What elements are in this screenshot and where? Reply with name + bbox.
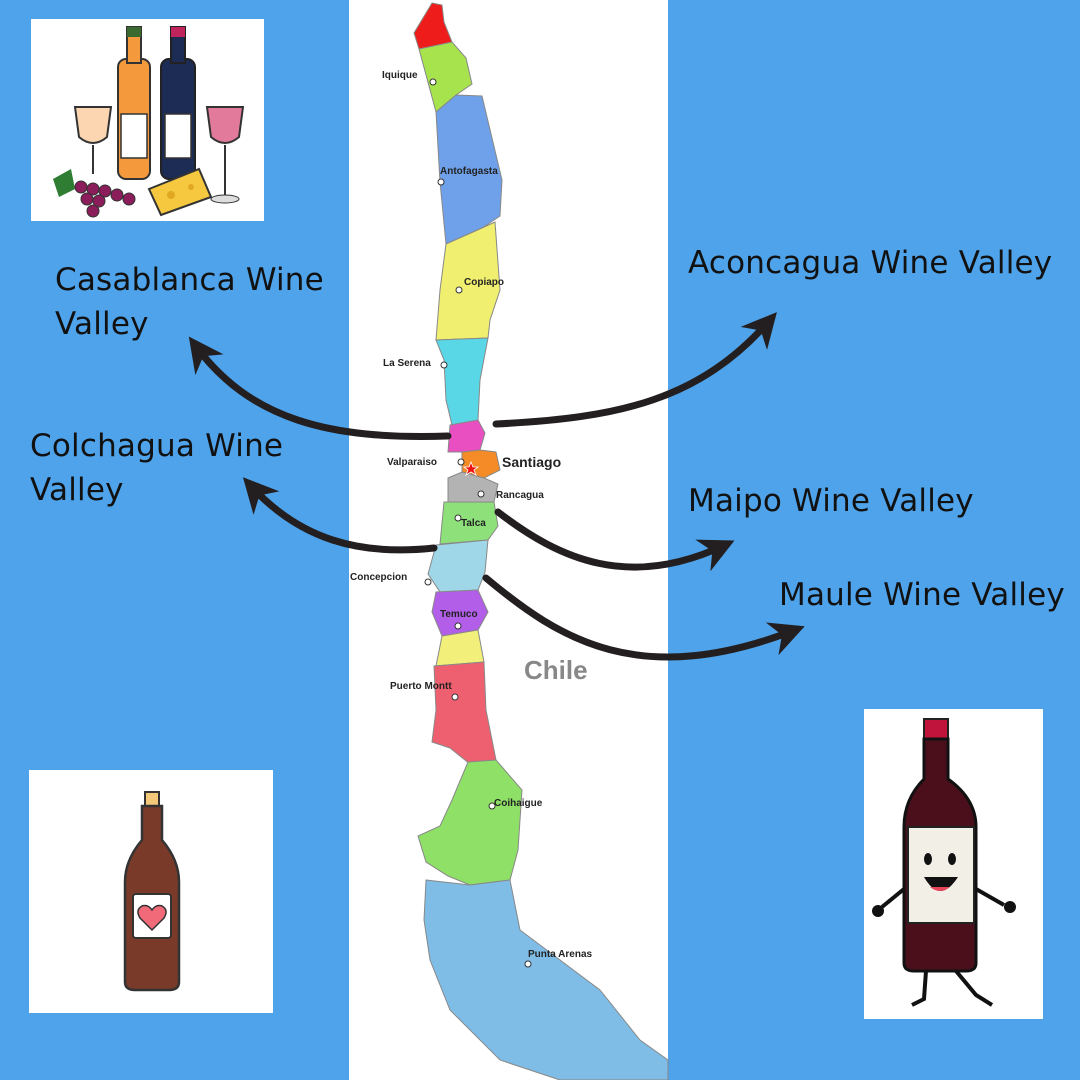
city-dots (424, 78, 532, 968)
casablanca-label: Casablanca Wine Valley (55, 258, 324, 346)
city-antofagasta: Antofagasta (440, 166, 498, 177)
arrow-casablanca (188, 336, 452, 440)
city-concepcion: Concepcion (350, 572, 407, 583)
colchagua-label: Colchagua Wine Valley (30, 424, 283, 512)
arrow-maule (482, 574, 805, 661)
cartoon-wine-bottle-icon (872, 718, 1016, 1007)
arrow-maipo (494, 508, 735, 572)
casablanca-line1: Casablanca Wine (55, 262, 324, 298)
maipo-label: Maipo Wine Valley (688, 483, 974, 519)
aconcagua-label: Aconcagua Wine Valley (688, 245, 1053, 281)
heart-bottle-panel (29, 770, 273, 1013)
capital-star-icon (462, 460, 480, 476)
region-aysen (417, 759, 523, 886)
map-regions (413, 2, 669, 1080)
arrow-colchagua (242, 477, 438, 554)
wine-cheese-panel (31, 19, 264, 221)
region-magallanes (423, 879, 669, 1080)
city-copiapo: Copiapo (464, 277, 504, 288)
city-valparaiso: Valparaiso (387, 457, 437, 468)
city-temuco: Temuco (440, 609, 478, 620)
maule-label: Maule Wine Valley (779, 577, 1065, 613)
city-coihaique: Coihaigue (494, 798, 543, 809)
colchagua-line2: Valley (30, 472, 124, 508)
cartoon-bottle-panel (864, 709, 1043, 1019)
colchagua-line1: Colchagua Wine (30, 428, 284, 464)
region-maule (439, 501, 499, 545)
country-label: Chile (524, 655, 588, 685)
city-la-serena: La Serena (383, 358, 431, 369)
casablanca-line2: Valley (55, 306, 149, 342)
city-santiago: Santiago (502, 454, 561, 470)
region-antofagasta (435, 94, 503, 245)
region-atacama (435, 221, 501, 341)
city-iquique: Iquique (382, 70, 418, 81)
wine-bottle-heart-icon (123, 791, 181, 992)
city-punta-arenas: Punta Arenas (528, 949, 593, 960)
arrow-aconcagua (492, 312, 777, 428)
city-talca: Talca (461, 518, 486, 529)
city-puerto-montt: Puerto Montt (390, 681, 452, 692)
wine-and-cheese-icon (53, 26, 245, 218)
region-tarapaca (418, 41, 473, 113)
city-rancagua: Rancagua (496, 490, 544, 501)
